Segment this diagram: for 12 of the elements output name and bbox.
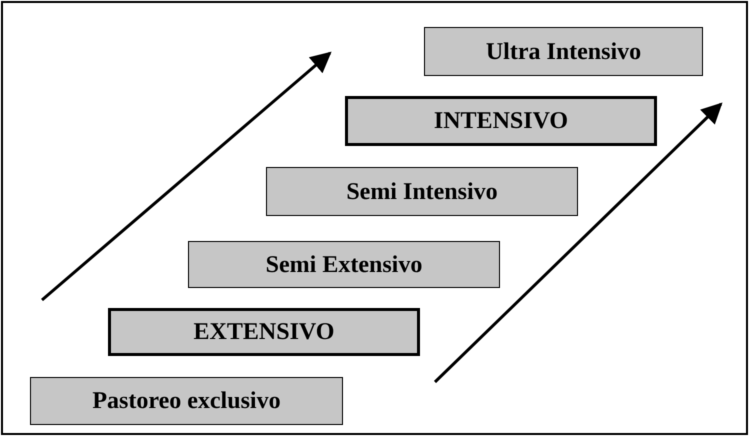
level-label: Semi Intensivo bbox=[346, 180, 498, 204]
level-box bbox=[108, 308, 420, 356]
level-label: Ultra Intensivo bbox=[486, 40, 642, 64]
level-label: Pastoreo exclusivo bbox=[92, 389, 281, 413]
level-box bbox=[424, 27, 703, 76]
level-label: INTENSIVO bbox=[434, 109, 568, 133]
level-box bbox=[188, 241, 500, 288]
level-box bbox=[30, 377, 343, 425]
level-box bbox=[266, 167, 578, 216]
level-label: EXTENSIVO bbox=[194, 320, 334, 344]
level-label: Semi Extensivo bbox=[266, 252, 422, 276]
level-box bbox=[345, 96, 657, 146]
